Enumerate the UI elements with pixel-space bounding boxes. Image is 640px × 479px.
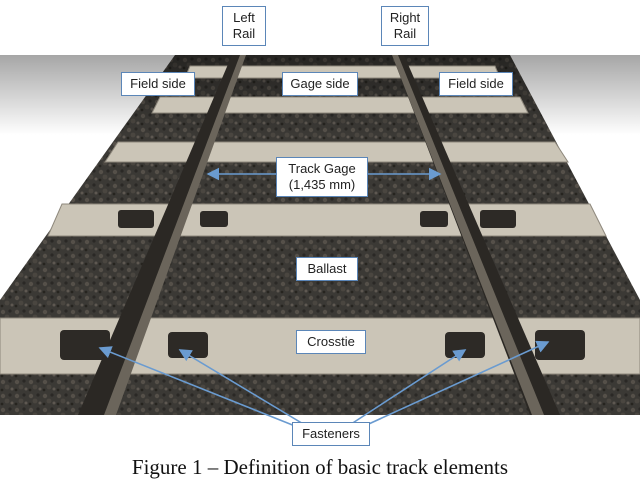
- crosstie: [151, 96, 529, 114]
- fastener: [420, 211, 448, 227]
- left-rail-label: Left Rail: [222, 6, 266, 46]
- ballast-label: Ballast: [296, 257, 358, 281]
- gage-side-label: Gage side: [282, 72, 358, 96]
- track-gage-label: Track Gage (1,435 mm): [276, 157, 368, 197]
- fasteners-label: Fasteners: [292, 422, 370, 446]
- fastener: [118, 210, 154, 228]
- fastener: [535, 330, 585, 360]
- annotation-arrows: [98, 167, 550, 429]
- fastener: [200, 211, 228, 227]
- left-rail: [78, 55, 244, 415]
- left-rail-head: [104, 55, 246, 415]
- crosstie: [104, 141, 569, 163]
- fastener: [168, 332, 208, 358]
- crosstie-label: Crosstie: [296, 330, 366, 354]
- field-side-left-label: Field side: [121, 72, 195, 96]
- fastener-arrow-3: [344, 349, 467, 429]
- fastener: [445, 332, 485, 358]
- fastener-arrow-1: [98, 346, 301, 429]
- right-rail-label: Right Rail: [381, 6, 429, 46]
- fastener: [60, 330, 110, 360]
- fastener: [480, 210, 516, 228]
- fastener-arrow-4: [359, 340, 550, 429]
- figure-caption: Figure 1 – Definition of basic track ele…: [131, 455, 509, 479]
- right-rail-head: [392, 55, 544, 415]
- fastener-arrow-2: [178, 349, 311, 429]
- field-side-right-label: Field side: [439, 72, 513, 96]
